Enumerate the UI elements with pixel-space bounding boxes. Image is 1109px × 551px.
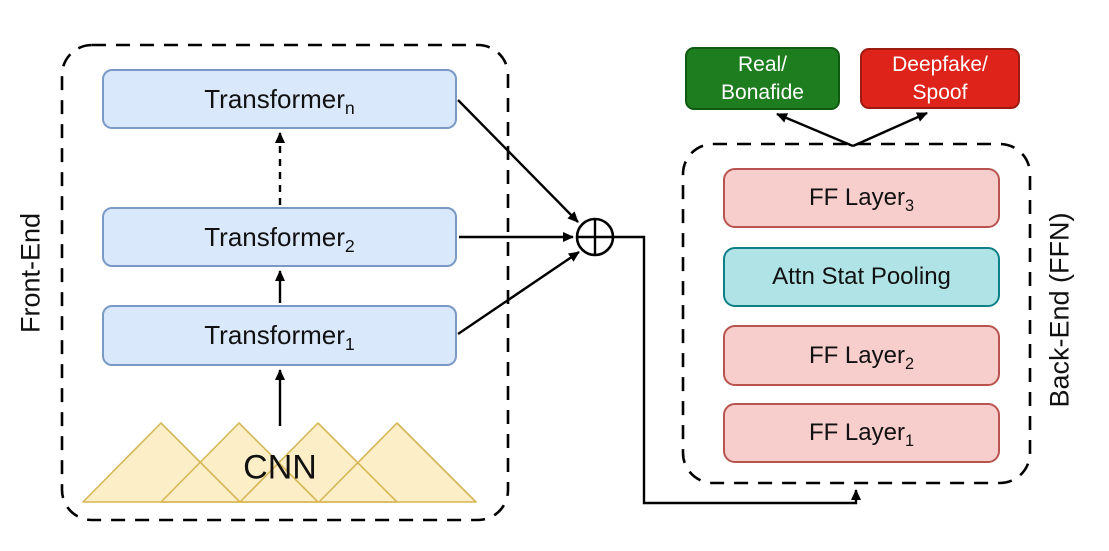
front-end-border [60, 43, 510, 522]
ff-layer-3-label: FF Layer3 [808, 184, 915, 215]
arrow-backend-to-spoof [852, 111, 928, 148]
sum-icon [575, 217, 615, 257]
deepfake-spoof-box: Deepfake/Spoof [860, 48, 1020, 109]
transformer-n-label: Transformern [204, 83, 355, 118]
arrow-sum-to-backend [614, 235, 861, 505]
ff-layer-3-box: FF Layer3 [723, 168, 1000, 228]
transformer-2-box: Transformer2 [102, 207, 457, 267]
ff-layer-2-label: FF Layer2 [808, 341, 915, 373]
ff-layer-1-box: FF Layer1 [723, 403, 1000, 463]
arrow-backend-to-real [776, 112, 854, 148]
arrow-transformer1-to-sum [457, 251, 580, 335]
deepfake-spoof-label: Deepfake/Spoof [892, 52, 988, 104]
ff-layer-2-box: FF Layer2 [723, 325, 1000, 386]
attn-stat-pooling-box: Attn Stat Pooling [723, 247, 1000, 307]
transformer-2-label: Transformer2 [204, 221, 355, 256]
ff-layer-1-label: FF Layer1 [808, 419, 915, 450]
cnn-label: CNN [243, 448, 317, 487]
real-bonafide-box: Real/Bonafide [685, 47, 840, 110]
transformer-1-label: Transformer1 [204, 320, 355, 355]
attn-stat-pooling-label: Attn Stat Pooling [772, 263, 951, 290]
cnn-triangles-icon [82, 422, 477, 503]
real-bonafide-label: Real/Bonafide [721, 52, 804, 104]
front-end-label: Front-End [15, 212, 46, 334]
transformer-n-box: Transformern [102, 69, 457, 129]
arrow-transformern-to-sum [457, 99, 579, 223]
transformer-1-box: Transformer1 [102, 305, 457, 366]
back-end-border [681, 142, 1032, 485]
back-end-label: Back-End (FFN) [1044, 212, 1075, 408]
